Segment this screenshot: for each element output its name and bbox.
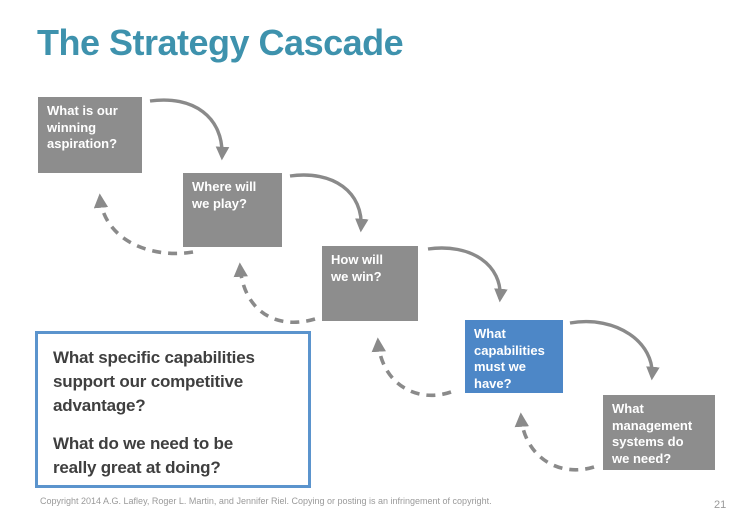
- forward-arrow-4: [569, 320, 660, 381]
- feedback-arrow-1: [93, 193, 194, 256]
- cascade-box-how-to-win: How will we win?: [322, 246, 418, 321]
- forward-arrow-2: [289, 173, 369, 233]
- callout-paragraph-2: What do we need to be really great at do…: [53, 434, 233, 477]
- cascade-box-where-to-play: Where will we play?: [183, 173, 282, 247]
- cascade-box-management-systems: What management systems do we need?: [603, 395, 715, 470]
- copyright-note: Copyright 2014 A.G. Lafley, Roger L. Mar…: [40, 496, 492, 506]
- page-number: 21: [714, 499, 727, 511]
- forward-arrow-3: [427, 246, 508, 303]
- feedback-arrow-2: [233, 262, 316, 325]
- feedback-arrow-4: [514, 412, 595, 472]
- cascade-box-winning-aspiration: What is our winning aspiration?: [38, 97, 142, 173]
- feedback-arrow-3: [371, 337, 452, 398]
- cascade-box-capabilities: What capabilities must we have?: [465, 320, 563, 393]
- callout-paragraph-1: What specific capabilities support our c…: [53, 348, 255, 415]
- forward-arrow-1: [149, 98, 230, 161]
- slide-title: The Strategy Cascade: [37, 22, 404, 63]
- capabilities-callout: What specific capabilities support our c…: [35, 331, 311, 488]
